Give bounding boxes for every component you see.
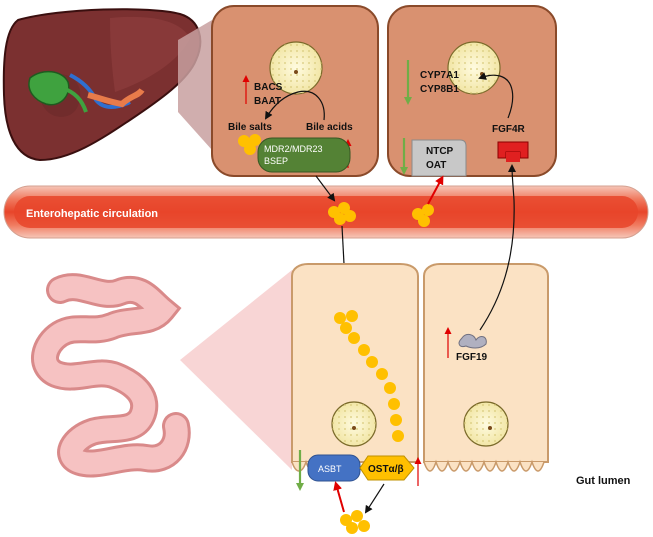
fgf19-signal-arrow xyxy=(479,164,517,331)
liver-illustration xyxy=(2,8,202,162)
bile-salt-cluster-top xyxy=(238,134,261,155)
liver-zoom-wedge xyxy=(178,20,212,150)
ntcp-oat-transporter: NTCP OAT xyxy=(411,139,467,177)
label-cyp7a1: CYP7A1 xyxy=(420,70,459,81)
label-asbt: ASBT xyxy=(318,464,342,474)
ost-export-arrow xyxy=(364,483,385,514)
label-baat: BAAT xyxy=(254,96,281,107)
fgf4r-receptor xyxy=(497,141,529,162)
blood-vessel xyxy=(3,185,649,239)
label-bacs: BACS xyxy=(254,82,283,93)
label-ost: OSTα/β xyxy=(368,464,404,475)
gallbladder xyxy=(28,70,88,113)
label-fgf4r: FGF4R xyxy=(492,124,526,135)
intestine-zoom-wedge xyxy=(180,270,292,470)
mdr2-bsep-transporter: MDR2/MDR23 BSEP xyxy=(257,137,351,173)
label-mdr: MDR2/MDR23 xyxy=(264,144,323,154)
label-circulation: Enterohepatic circulation xyxy=(26,208,158,220)
bile-acid-cluster-vessel-right xyxy=(412,204,434,227)
enterocyte-left xyxy=(291,263,419,472)
ost-transporter: OSTα/β xyxy=(359,455,415,481)
label-oat: OAT xyxy=(426,160,446,171)
label-ntcp: NTCP xyxy=(426,146,454,157)
uptake-arrow-ntcp xyxy=(427,175,444,205)
label-gut-lumen: Gut lumen xyxy=(576,475,631,487)
label-bsep: BSEP xyxy=(264,156,288,166)
fgf4r-signal-arrow xyxy=(478,72,514,119)
uptake-arrow-asbt xyxy=(333,481,345,513)
bile-ducts xyxy=(69,73,145,109)
bile-acid-trail xyxy=(334,310,404,442)
bile-acid-cluster-lumen xyxy=(340,510,370,534)
intestine-illustration xyxy=(31,273,191,478)
label-cyp8b1: CYP8B1 xyxy=(420,84,459,95)
conversion-arrow xyxy=(264,90,325,121)
label-fgf19: FGF19 xyxy=(456,352,488,363)
fgf19-protein xyxy=(458,333,487,349)
label-bile-acids: Bile acids xyxy=(306,122,353,133)
hepatocyte-left xyxy=(211,5,379,177)
enterocyte-right xyxy=(423,263,549,472)
asbt-transporter: ASBT xyxy=(307,454,361,482)
bile-acid-cluster-vessel-left xyxy=(328,202,356,225)
hepatocyte-right xyxy=(387,5,557,177)
efflux-arrow xyxy=(315,175,336,202)
label-bile-salts: Bile salts xyxy=(228,122,272,133)
